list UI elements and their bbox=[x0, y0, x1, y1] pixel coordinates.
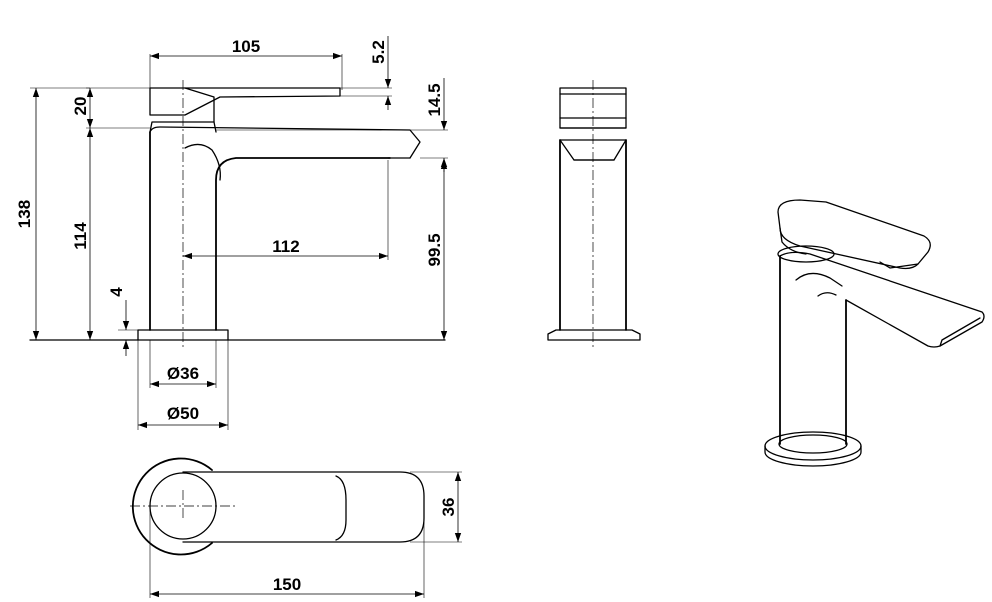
iso-spout-curve bbox=[817, 292, 837, 297]
iso-spout-bend bbox=[795, 272, 843, 287]
iso-spout-tip bbox=[939, 317, 981, 347]
iso-lever-top bbox=[777, 199, 931, 270]
front-view bbox=[547, 80, 641, 350]
dim-105-text: 105 bbox=[232, 37, 260, 56]
side-body-right bbox=[215, 157, 391, 331]
dim-150-text: 150 bbox=[273, 575, 301, 594]
top-lever-joint bbox=[335, 475, 347, 541]
iso-spout-outline bbox=[779, 251, 985, 348]
dim-138-text: 138 bbox=[15, 200, 34, 228]
side-lever bbox=[149, 87, 341, 116]
front-base-plate bbox=[547, 329, 641, 341]
iso-lever-base bbox=[779, 227, 807, 255]
dim-114-text: 114 bbox=[71, 222, 90, 250]
top-base-arc bbox=[131, 457, 213, 556]
dim-5-2-text: 5.2 bbox=[369, 40, 388, 64]
side-view: 105 5.2 14.5 99.5 112 20 114 138 bbox=[15, 36, 448, 430]
dim-4-text: 4 bbox=[107, 287, 126, 297]
dim-50-text: Ø50 bbox=[167, 404, 199, 423]
dim-112-text: 112 bbox=[272, 237, 299, 256]
dim-top-36-text: 36 bbox=[439, 498, 458, 517]
dim-14-5-text: 14.5 bbox=[425, 83, 444, 116]
top-lever-outline bbox=[182, 471, 425, 543]
dim-99-5-text: 99.5 bbox=[425, 233, 444, 266]
iso-base-side bbox=[764, 445, 862, 467]
isometric-view bbox=[764, 199, 985, 467]
iso-lever-edge bbox=[879, 261, 919, 269]
side-lever-detail bbox=[184, 87, 215, 123]
iso-base-ring bbox=[778, 434, 848, 454]
dim-36-text: Ø36 bbox=[167, 364, 199, 383]
top-view: 36 150 bbox=[130, 457, 462, 598]
dim-20-text: 20 bbox=[71, 97, 90, 116]
side-spout-curve bbox=[184, 143, 221, 181]
side-spout-outline bbox=[149, 126, 421, 159]
side-base-plate bbox=[137, 329, 229, 341]
